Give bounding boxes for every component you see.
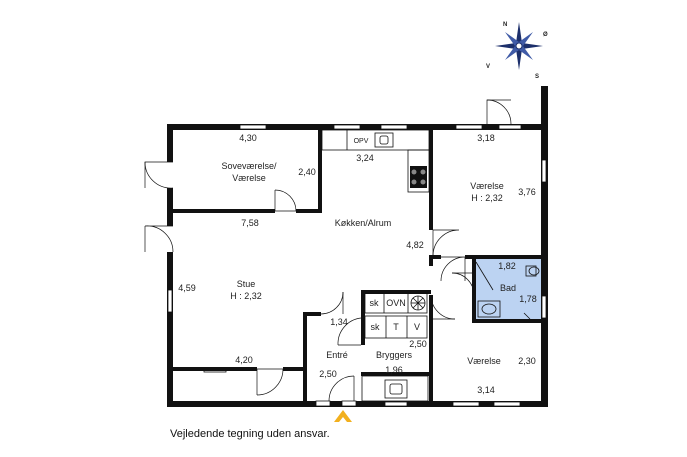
dim-1-82: 1,82 bbox=[498, 261, 516, 271]
fixture-v: V bbox=[414, 322, 420, 332]
entrance-arrow bbox=[334, 410, 352, 422]
compass-n: N bbox=[503, 22, 507, 28]
utility-fixtures bbox=[361, 292, 429, 402]
room-stue-height: H : 2,32 bbox=[230, 291, 262, 301]
dim-3-14: 3,14 bbox=[477, 385, 495, 395]
room-vaerelse-top: Værelse bbox=[470, 181, 504, 191]
room-koekken: Køkken/Alrum bbox=[335, 218, 392, 228]
room-entre: Entré bbox=[326, 350, 348, 360]
fixture-sk-top: sk bbox=[370, 298, 380, 308]
room-bad: Bad bbox=[500, 283, 516, 293]
compass-o: Ø bbox=[543, 32, 548, 38]
dim-2-50-bryggers: 2,50 bbox=[409, 339, 427, 349]
dim-7-58: 7,58 bbox=[241, 218, 259, 228]
dim-1-78: 1,78 bbox=[519, 294, 537, 304]
dim-1-34: 1,34 bbox=[330, 317, 348, 327]
fixture-t: T bbox=[393, 322, 399, 332]
bathroom-fixtures bbox=[475, 261, 540, 320]
room-stue: Stue bbox=[237, 279, 256, 289]
dim-2-40: 2,40 bbox=[298, 167, 316, 177]
room-sovevaerelse-line2: Værelse bbox=[232, 173, 266, 183]
fixture-ovn: OVN bbox=[386, 298, 406, 308]
room-sovevaerelse-line1: Soveværelse/ bbox=[221, 161, 277, 171]
bathroom-floor bbox=[476, 259, 543, 320]
interior-walls bbox=[173, 130, 545, 407]
room-bryggers: Bryggers bbox=[376, 350, 413, 360]
outer-walls bbox=[167, 86, 548, 407]
compass-v: V bbox=[486, 64, 490, 70]
dimension-labels: 4,30 3,24 3,18 2,40 3,76 7,58 4,82 1,82 … bbox=[178, 133, 537, 395]
compass-rose: N S V Ø bbox=[486, 22, 548, 80]
dim-1-96: 1,96 bbox=[385, 365, 403, 375]
dim-4-82: 4,82 bbox=[406, 240, 424, 250]
compass-s: S bbox=[535, 74, 539, 80]
dim-2-50-entre: 2,50 bbox=[319, 369, 337, 379]
dim-3-18: 3,18 bbox=[477, 133, 495, 143]
disclaimer-text: Vejledende tegning uden ansvar. bbox=[170, 428, 330, 440]
room-vaerelse-top-height: H : 2,32 bbox=[471, 193, 503, 203]
fixture-sk-bottom: sk bbox=[371, 322, 381, 332]
dim-3-24: 3,24 bbox=[356, 153, 374, 163]
kitchen-counter bbox=[321, 129, 430, 193]
room-vaerelse-bottom: Værelse bbox=[467, 356, 501, 366]
dim-3-76: 3,76 bbox=[518, 187, 536, 197]
room-labels: Soveværelse/ Værelse Køkken/Alrum Værels… bbox=[221, 161, 516, 366]
fixture-opv: OPV bbox=[354, 138, 369, 145]
doors bbox=[144, 99, 512, 407]
windows bbox=[167, 124, 547, 407]
fixture-labels: OPV sk OVN sk T V bbox=[354, 138, 420, 332]
dim-4-30: 4,30 bbox=[239, 133, 257, 143]
dim-2-30: 2,30 bbox=[518, 356, 536, 366]
dim-4-20: 4,20 bbox=[235, 355, 253, 365]
dim-4-59: 4,59 bbox=[178, 283, 196, 293]
